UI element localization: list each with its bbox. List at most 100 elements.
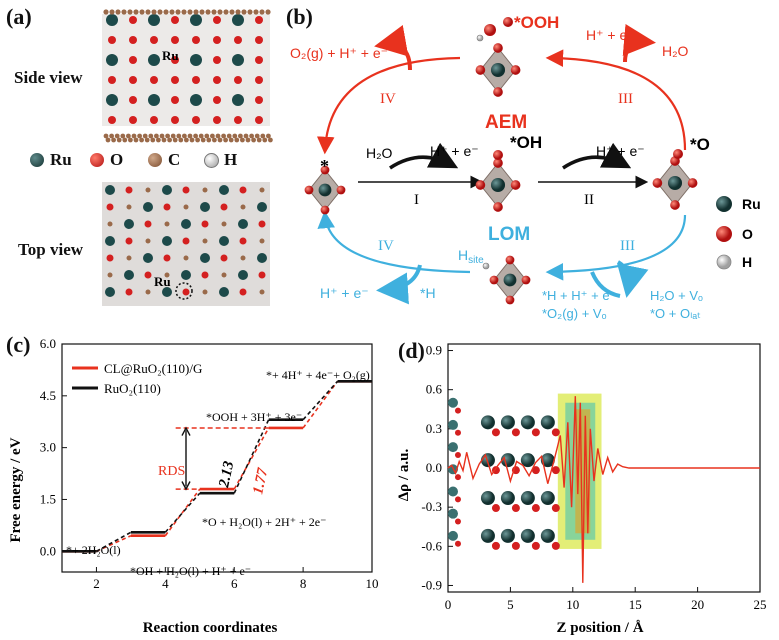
o-atom [144,271,152,279]
ru-atom [162,287,172,297]
ru-atom [257,253,267,263]
ru-atom [232,94,244,106]
legend-h-dot [204,153,219,168]
c-atom [259,9,265,15]
c-atom [161,137,167,143]
legend-o-dot [90,153,104,167]
ru-atom [490,62,506,78]
c-ylabel: Free energy / eV [8,437,24,542]
species-ooh: *OOH [514,13,559,32]
ru-atom [447,442,458,453]
o-atom [108,36,116,44]
c-atom [181,9,187,15]
ru-atom [503,273,517,287]
c-atom [170,133,176,139]
c-atom [137,133,142,139]
o-atom [475,180,486,190]
legend-o: O [110,150,124,169]
o-atom [511,504,520,513]
o-atom [171,16,179,24]
ru-atom [105,287,115,297]
ru-atom [190,94,202,106]
o-atom [163,254,171,262]
o-atom [493,158,503,168]
c-atom [115,9,121,15]
c-atom [126,204,132,210]
ru-atom [447,486,458,497]
o-atom [106,203,114,211]
o-atom [454,496,461,503]
o-atom [125,237,133,245]
c-transition [164,492,201,533]
o-atom [108,76,116,84]
c-transition [164,488,201,537]
o-atom [255,76,263,84]
c-transition [302,380,339,421]
ru-atom [520,453,535,468]
o-atom [510,65,521,75]
ru-atom [520,415,535,430]
o-atom [171,36,179,44]
adsorbate-atom [503,17,513,27]
c-atom [262,137,268,143]
step-i-hplus: H⁺ + e⁻ [430,143,479,159]
lom-iii-right-1: H₂O + Vₒ [650,288,703,303]
c-xtick-label: 8 [300,576,307,591]
o-atom [493,202,503,212]
ru-atom [190,14,202,26]
top-ru-label: Ru [154,274,171,289]
c-atom [205,9,211,15]
o-atom [505,255,515,265]
c-atom [211,9,217,15]
c-xtick-label: 10 [366,576,379,591]
o-atom [213,76,221,84]
ru-atom [540,491,555,506]
d-charge-line [447,396,760,583]
c-atom [157,9,163,15]
step-iv-lom: IV [378,238,394,254]
o-atom [150,36,158,44]
ru-atom [162,185,172,195]
c-atom [151,9,157,15]
c-step3: *O + H₂O(l) + 2H⁺ + 2e⁻ [202,515,326,529]
c-atom [241,9,247,15]
c-atom [240,137,245,143]
lom-iii-right-2: *O + Oₗₐₜ [650,306,701,321]
step-iv-aem: IV [380,91,396,107]
o-atom [255,36,263,44]
c-atom [142,133,148,139]
o-atom [234,116,242,124]
o-atom [129,76,137,84]
ru-atom [148,54,160,66]
o-atom [454,518,461,525]
d-ytick-label: -0.6 [421,538,442,553]
ru-atom [106,14,118,26]
o-atom [652,178,663,188]
c-atom [133,9,139,15]
adsorbate-atom [673,149,683,159]
c-atom [154,133,159,139]
ru-atom [190,54,202,66]
c-atom [163,9,169,15]
c-atom [268,137,273,143]
o-atom [239,186,247,194]
ru-atom [480,528,495,543]
c-atom [202,187,208,193]
o-atom [182,237,190,245]
c-ytick-label: 0.0 [40,543,56,558]
o-atom [239,288,247,296]
ru-atom [200,202,210,212]
c-atom [187,133,193,139]
ru-atom [148,14,160,26]
c-atom [176,133,182,139]
ru-atom [105,236,115,246]
ru-atom [520,491,535,506]
c-atom [245,137,251,143]
o-atom [489,275,499,285]
o-atom [510,180,521,190]
d-xtick-label: 10 [566,597,579,612]
c-atom [266,133,271,139]
c-atom [164,221,170,227]
c-atom [249,133,255,139]
o-atom [258,220,266,228]
